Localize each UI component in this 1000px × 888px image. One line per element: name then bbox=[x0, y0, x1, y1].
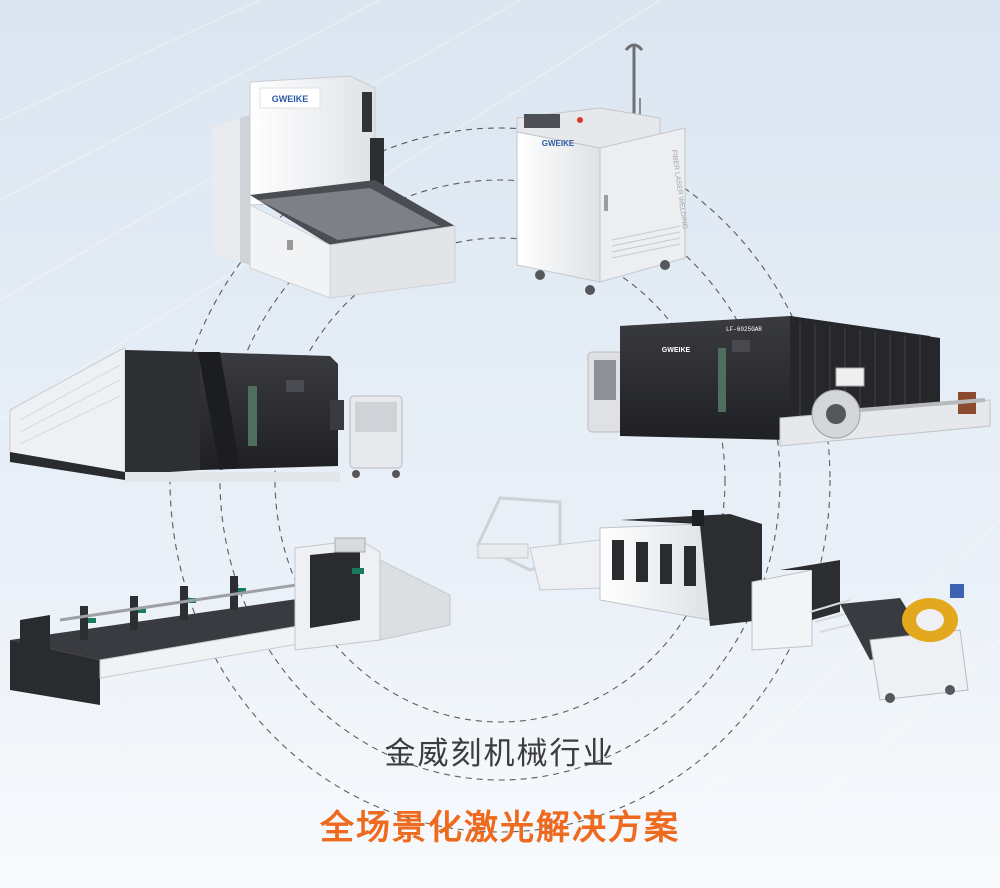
laser-welder-machine: GWEIKE FIBER LASER WELDING bbox=[516, 43, 688, 295]
floor-glow bbox=[0, 560, 1000, 888]
cutter-logo: GWEIKE bbox=[662, 347, 691, 354]
cutter-model: LF-6025GAR bbox=[726, 326, 762, 333]
tube-cutter-machine bbox=[10, 537, 451, 705]
headline: 金威刻机械行业 bbox=[384, 736, 616, 772]
welder-logo: GWEIKE bbox=[542, 139, 575, 148]
enclosed-sheet-cutter-machine bbox=[9, 347, 403, 482]
subheadline: 全场景化激光解决方案 bbox=[320, 808, 680, 848]
coil-fed-line-machine bbox=[476, 496, 969, 703]
press-brake-machine: GWEIKE bbox=[212, 75, 456, 299]
tube-sheet-cutter-machine: GWEIKE LF-6025GAR bbox=[587, 316, 991, 447]
press-brake-logo: GWEIKE bbox=[272, 94, 309, 104]
